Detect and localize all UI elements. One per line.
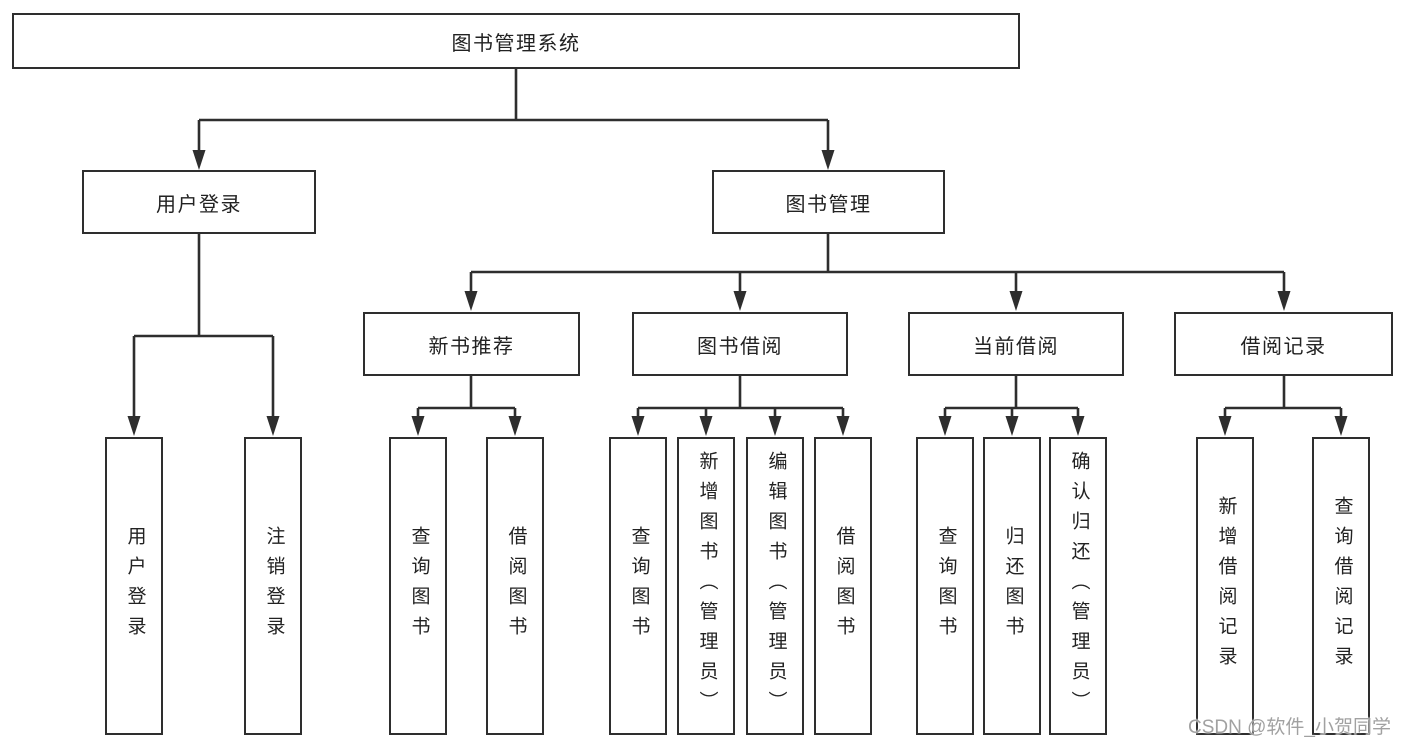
node-query-borrow-record: 查询借阅记录	[1312, 437, 1370, 735]
node-label: 借阅图书	[505, 526, 527, 646]
node-query-books-recommend: 查询图书	[389, 437, 447, 735]
node-library-system: 图书管理系统	[12, 13, 1020, 69]
node-label: 确认归还（管理员）	[1068, 451, 1090, 721]
node-label: 归还图书	[1002, 526, 1024, 646]
node-add-book-admin: 新增图书（管理员）	[677, 437, 735, 735]
node-borrow-books-recommend: 借阅图书	[486, 437, 544, 735]
node-label: 图书借阅	[697, 335, 783, 358]
node-user-login-group: 用户登录	[82, 170, 316, 234]
node-book-management: 图书管理	[712, 170, 945, 234]
node-label: 查询图书	[935, 526, 957, 646]
node-edit-book-admin: 编辑图书（管理员）	[746, 437, 804, 735]
node-label: 编辑图书（管理员）	[765, 451, 787, 721]
node-user-login: 用户登录	[105, 437, 163, 735]
node-return-book: 归还图书	[983, 437, 1041, 735]
node-label: 查询图书	[408, 526, 430, 646]
node-confirm-return-admin: 确认归还（管理员）	[1049, 437, 1107, 735]
node-logout: 注销登录	[244, 437, 302, 735]
node-label: 查询借阅记录	[1331, 496, 1353, 676]
node-label: 借阅图书	[833, 526, 855, 646]
node-borrow-books-borrowing: 借阅图书	[814, 437, 872, 735]
node-query-books-current: 查询图书	[916, 437, 974, 735]
node-label: 注销登录	[263, 526, 285, 646]
node-label: 用户登录	[124, 526, 146, 646]
node-query-books-borrowing: 查询图书	[609, 437, 667, 735]
node-new-book-recommend: 新书推荐	[363, 312, 580, 376]
node-label: 用户登录	[156, 193, 242, 216]
node-book-borrowing: 图书借阅	[632, 312, 848, 376]
node-label: 新书推荐	[428, 335, 515, 358]
node-current-borrowing: 当前借阅	[908, 312, 1124, 376]
node-label: 图书管理	[785, 193, 872, 216]
node-label: 新增借阅记录	[1215, 496, 1237, 676]
node-borrowing-records: 借阅记录	[1174, 312, 1393, 376]
node-add-borrow-record: 新增借阅记录	[1196, 437, 1254, 735]
node-label: 新增图书（管理员）	[696, 451, 718, 721]
node-label: 当前借阅	[973, 335, 1059, 358]
node-label: 查询图书	[628, 526, 650, 646]
node-label: 借阅记录	[1240, 335, 1327, 358]
csdn-watermark: CSDN @软件_小贺同学	[1188, 717, 1391, 738]
node-label: 图书管理系统	[451, 32, 581, 55]
